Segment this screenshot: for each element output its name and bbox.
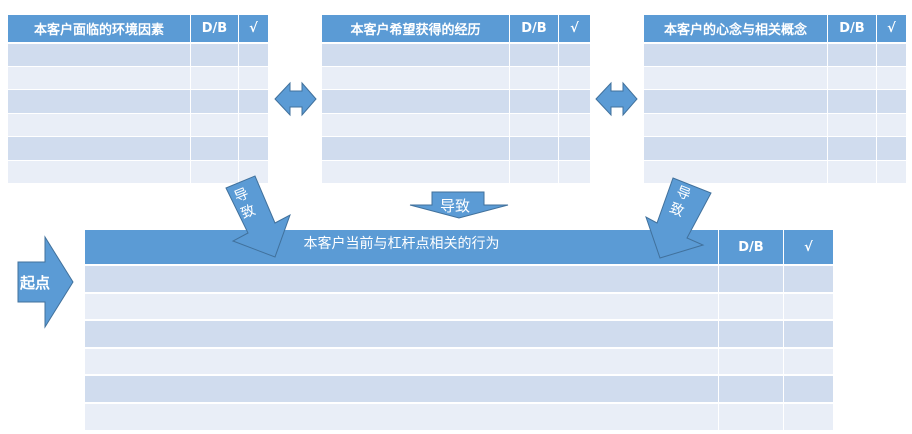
table-cell[interactable] — [828, 161, 876, 183]
header-col2: D/B — [510, 15, 558, 42]
table-cell[interactable] — [85, 321, 718, 347]
table-cell[interactable] — [828, 114, 876, 136]
table-cell[interactable] — [322, 114, 509, 136]
table-cell[interactable] — [644, 44, 827, 66]
table-cell[interactable] — [239, 44, 268, 66]
header-col3: √ — [239, 15, 268, 42]
table-cell[interactable] — [322, 44, 509, 66]
table-cell[interactable] — [719, 349, 783, 374]
diagonal-arrow-left — [225, 175, 291, 258]
table-cell[interactable] — [239, 90, 268, 113]
table-cell[interactable] — [322, 137, 509, 160]
table-cell[interactable] — [239, 137, 268, 160]
start-label: 起点 — [20, 274, 51, 292]
table-cell[interactable] — [784, 266, 833, 292]
table-cell[interactable] — [877, 44, 906, 66]
header-col3: √ — [559, 15, 590, 42]
header-title: 本客户的心念与相关概念 — [644, 15, 827, 42]
double-arrow-left — [274, 81, 317, 117]
table-cell[interactable] — [877, 114, 906, 136]
table-cell[interactable] — [239, 161, 268, 183]
table-cell[interactable] — [191, 90, 238, 113]
table-cell[interactable] — [8, 137, 190, 160]
table-cell[interactable] — [510, 67, 558, 89]
table-cell[interactable] — [510, 44, 558, 66]
table-cell[interactable] — [784, 349, 833, 374]
table-cell[interactable] — [719, 376, 783, 402]
header-col2: D/B — [828, 15, 876, 42]
header-col2: D/B — [191, 15, 238, 42]
header-title: 本客户希望获得的经历 — [322, 15, 509, 42]
table-cell[interactable] — [828, 67, 876, 89]
table-cell[interactable] — [8, 44, 190, 66]
table-cell[interactable] — [877, 161, 906, 183]
table-cell[interactable] — [322, 161, 509, 183]
table-cell[interactable] — [191, 161, 238, 183]
table-cell[interactable] — [559, 67, 590, 89]
table-cell[interactable] — [85, 376, 718, 402]
table-cell[interactable] — [719, 266, 783, 292]
table-cell[interactable] — [559, 90, 590, 113]
table-cell[interactable] — [239, 67, 268, 89]
table-cell[interactable] — [784, 294, 833, 319]
table-cell[interactable] — [719, 294, 783, 319]
table-cell[interactable] — [644, 90, 827, 113]
table-cell[interactable] — [559, 44, 590, 66]
lead-label-center: 导致 — [440, 197, 471, 215]
table-cell[interactable] — [877, 137, 906, 160]
down-arrow-center — [409, 191, 509, 219]
header-col3: √ — [877, 15, 906, 42]
table-cell[interactable] — [644, 114, 827, 136]
double-arrow-right — [595, 81, 638, 117]
table-cell[interactable] — [191, 114, 238, 136]
table-cell[interactable] — [784, 321, 833, 347]
table-cell[interactable] — [191, 67, 238, 89]
table-cell[interactable] — [239, 114, 268, 136]
table-cell[interactable] — [85, 404, 718, 430]
table-cell[interactable] — [8, 161, 190, 183]
table-cell[interactable] — [8, 90, 190, 113]
table-cell[interactable] — [644, 161, 827, 183]
table-cell[interactable] — [828, 90, 876, 113]
header-col3: √ — [784, 230, 833, 264]
table-cell[interactable] — [510, 137, 558, 160]
header-title: 本客户面临的环境因素 — [8, 15, 190, 42]
table-cell[interactable] — [85, 349, 718, 374]
table-cell[interactable] — [559, 161, 590, 183]
table-cell[interactable] — [828, 137, 876, 160]
header-col2: D/B — [719, 230, 783, 264]
table-cell[interactable] — [8, 67, 190, 89]
start-arrow — [17, 235, 74, 329]
table-cell[interactable] — [828, 44, 876, 66]
table-cell[interactable] — [8, 114, 190, 136]
table-cell[interactable] — [510, 161, 558, 183]
table-cell[interactable] — [644, 67, 827, 89]
table-cell[interactable] — [85, 294, 718, 319]
table-cell[interactable] — [559, 114, 590, 136]
table-cell[interactable] — [719, 321, 783, 347]
table-cell[interactable] — [510, 90, 558, 113]
table-cell[interactable] — [644, 137, 827, 160]
table-cell[interactable] — [784, 376, 833, 402]
table-cell[interactable] — [719, 404, 783, 430]
header-title: 本客户当前与杠杆点相关的行为 — [85, 230, 718, 264]
table-cell[interactable] — [322, 67, 509, 89]
table-cell[interactable] — [322, 90, 509, 113]
diagonal-arrow-right — [645, 177, 712, 259]
table-cell[interactable] — [191, 44, 238, 66]
table-cell[interactable] — [784, 404, 833, 430]
table-cell[interactable] — [877, 90, 906, 113]
table-cell[interactable] — [191, 137, 238, 160]
table-cell[interactable] — [559, 137, 590, 160]
table-cell[interactable] — [85, 266, 718, 292]
table-cell[interactable] — [510, 114, 558, 136]
table-cell[interactable] — [877, 67, 906, 89]
